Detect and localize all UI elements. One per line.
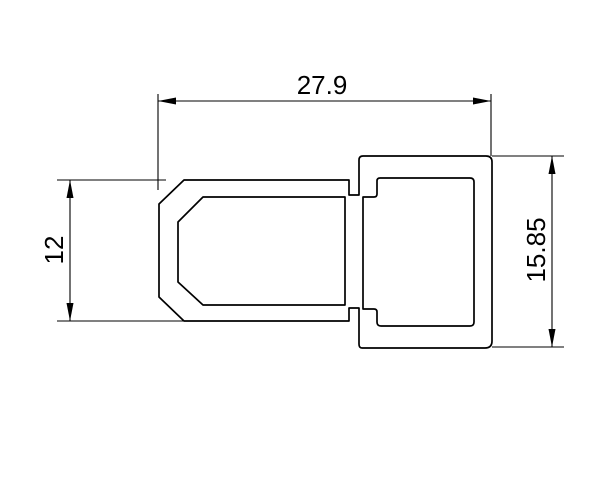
right-height-label: 15.85: [521, 217, 551, 282]
width-label: 27.9: [297, 70, 348, 100]
left-height-label: 12: [39, 236, 69, 265]
right-height-dimension: 15.85: [492, 155, 564, 348]
right-height-arrow-bottom: [548, 329, 556, 347]
width-dimension: 27.9: [157, 70, 492, 190]
left-chamber: [177, 196, 346, 306]
width-arrow-left: [158, 97, 176, 105]
left-height-arrow-bottom: [66, 303, 74, 321]
width-arrow-right: [473, 97, 491, 105]
right-chamber: [362, 177, 475, 327]
left-height-dimension: 12: [39, 179, 184, 322]
profile-section: [158, 155, 493, 349]
right-height-arrow-top: [548, 156, 556, 174]
profile-outer-contour: [158, 155, 493, 349]
left-height-arrow-top: [66, 180, 74, 198]
